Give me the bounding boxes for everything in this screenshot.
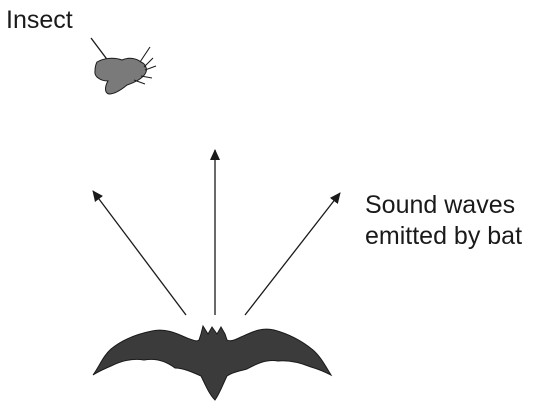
sound-waves-label-line2: emitted by bat (365, 222, 523, 250)
sound-wave-arrow-left (92, 190, 187, 316)
sound-waves-label-line1: Sound waves (365, 191, 516, 219)
insect-label: Insect (6, 6, 73, 34)
bat-silhouette-icon (92, 324, 333, 401)
sound-wave-arrow-right (244, 192, 341, 316)
moth-icon (94, 46, 157, 95)
